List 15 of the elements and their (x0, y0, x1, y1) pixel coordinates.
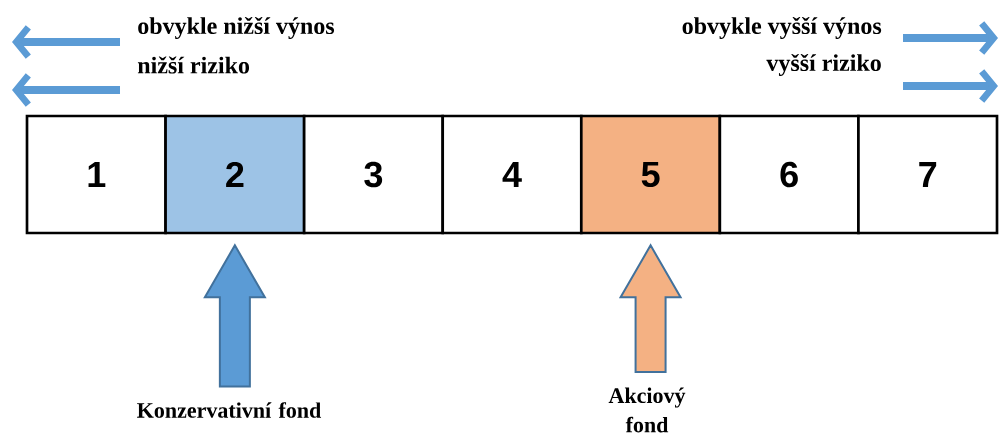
scale-box: 4 (441, 114, 583, 235)
block-arrow (618, 243, 683, 373)
fund-label: Konzervativní fond (137, 402, 322, 418)
block-arrow (203, 243, 267, 388)
heading-text: vyšší riziko (766, 53, 881, 77)
fund-label: Akciový fond (608, 387, 686, 433)
heading-text: obvykle vyšší výnos (682, 16, 882, 40)
heading-text: nižší riziko (137, 56, 250, 74)
scale-box: 3 (302, 114, 445, 235)
scale-box: 2 (164, 114, 306, 235)
scale-box: 7 (857, 114, 999, 235)
scale-box: 5 (579, 114, 722, 235)
heading-text: obvykle nižší výnos (138, 16, 335, 40)
scale-box: 1 (25, 114, 167, 235)
scale-box: 6 (718, 114, 860, 235)
